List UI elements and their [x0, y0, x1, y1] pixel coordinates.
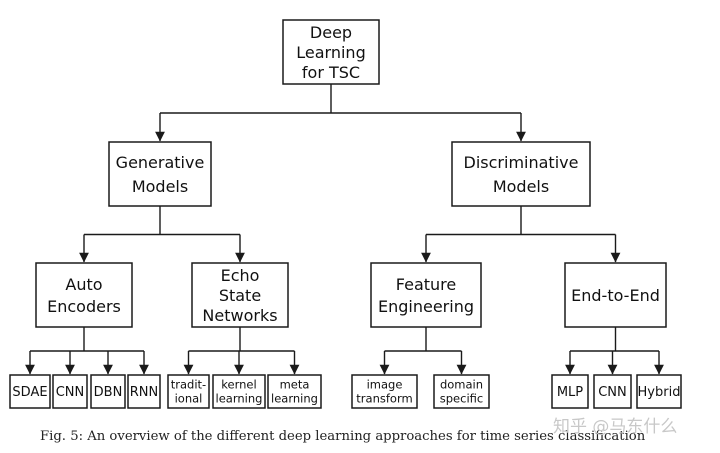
leaf-end-to-end-2: Hybrid	[636, 374, 682, 409]
leaf-echo-state-0: tradit-ional	[167, 374, 210, 409]
leaf-echo-state-1-label-line: kernel	[221, 378, 256, 392]
node-generative-models-box	[108, 141, 212, 207]
node-echo-state-networks-box	[191, 262, 289, 328]
leaf-end-to-end-1-label-line: CNN	[598, 385, 627, 400]
leaf-echo-state-2-label-line: learning	[271, 392, 318, 406]
node-feature-engineering-label-line: Feature	[396, 275, 456, 294]
leaf-end-to-end-0-box	[551, 374, 589, 409]
node-echo-state-networks-label-line: State	[219, 286, 261, 305]
leaf-feature-engineering-0-box	[351, 374, 418, 409]
node-auto-encoders-box	[35, 262, 133, 328]
node-discriminative-models-label-line: Discriminative	[464, 153, 579, 172]
node-feature-engineering-label-line: Engineering	[378, 297, 474, 316]
leaf-echo-state-2-label-line: meta	[280, 378, 310, 392]
leaf-auto-encoders-0: SDAE	[9, 374, 51, 409]
node-deep-learning-for-tsc-box	[282, 19, 380, 85]
leaf-auto-encoders-3-box	[127, 374, 161, 409]
leaf-end-to-end-2-label-line: Hybrid	[638, 385, 681, 400]
leaf-end-to-end-0: MLP	[551, 374, 589, 409]
leaf-auto-encoders-1: CNN	[52, 374, 88, 409]
leaf-echo-state-0-label-line: tradit-	[171, 378, 206, 392]
node-discriminative-models-box	[451, 141, 591, 207]
figure-caption: Fig. 5: An overview of the different dee…	[40, 429, 646, 444]
leaf-echo-state-0-label-line: ional	[175, 392, 203, 406]
leaf-end-to-end-1: CNN	[593, 374, 632, 409]
leaf-echo-state-0-box	[167, 374, 210, 409]
leaf-auto-encoders-1-box	[52, 374, 88, 409]
node-end-to-end: End-to-End	[564, 262, 667, 328]
node-generative-models-label-line: Generative	[116, 153, 205, 172]
node-echo-state-networks-label-line: Networks	[202, 306, 277, 325]
node-discriminative-models-label-line: Models	[493, 177, 549, 196]
leaf-end-to-end-0-label-line: MLP	[557, 385, 583, 400]
leaf-feature-engineering-1-label-line: specific	[440, 392, 483, 406]
node-feature-engineering-box	[370, 262, 482, 328]
node-auto-encoders-label-line: Encoders	[47, 297, 121, 316]
node-auto-encoders-label-line: Auto	[65, 275, 102, 294]
leaf-echo-state-2-box	[267, 374, 322, 409]
node-deep-learning-for-tsc-label-line: for TSC	[302, 63, 360, 82]
node-deep-learning-for-tsc-label-line: Deep	[310, 23, 352, 42]
node-end-to-end-box	[564, 262, 667, 328]
leaf-feature-engineering-1-label-line: domain	[440, 378, 483, 392]
leaf-feature-engineering-1-box	[433, 374, 490, 409]
leaf-auto-encoders-0-label-line: SDAE	[12, 385, 47, 400]
node-generative-models-label-line: Models	[132, 177, 188, 196]
leaf-auto-encoders-0-box	[9, 374, 51, 409]
leaf-end-to-end-2-box	[636, 374, 682, 409]
node-end-to-end-label-line: End-to-End	[571, 286, 660, 305]
leaf-end-to-end-1-box	[593, 374, 632, 409]
leaf-auto-encoders-2: DBN	[90, 374, 126, 409]
diagram-edges	[25, 84, 664, 375]
leaf-auto-encoders-3-label-line: RNN	[130, 385, 158, 400]
leaf-auto-encoders-3: RNN	[127, 374, 161, 409]
node-echo-state-networks-label-line: Echo	[221, 266, 260, 285]
leaf-auto-encoders-1-label-line: CNN	[56, 385, 85, 400]
leaf-auto-encoders-2-label-line: DBN	[94, 385, 123, 400]
leaf-echo-state-1-label-line: learning	[216, 392, 263, 406]
leaf-auto-encoders-2-box	[90, 374, 126, 409]
leaf-feature-engineering-0-label-line: transform	[356, 392, 412, 406]
node-deep-learning-for-tsc-label-line: Learning	[296, 43, 365, 62]
watermark-text: 知乎 @马东什么	[553, 417, 677, 437]
leaf-echo-state-1-box	[212, 374, 266, 409]
leaf-feature-engineering-0-label-line: image	[367, 378, 403, 392]
